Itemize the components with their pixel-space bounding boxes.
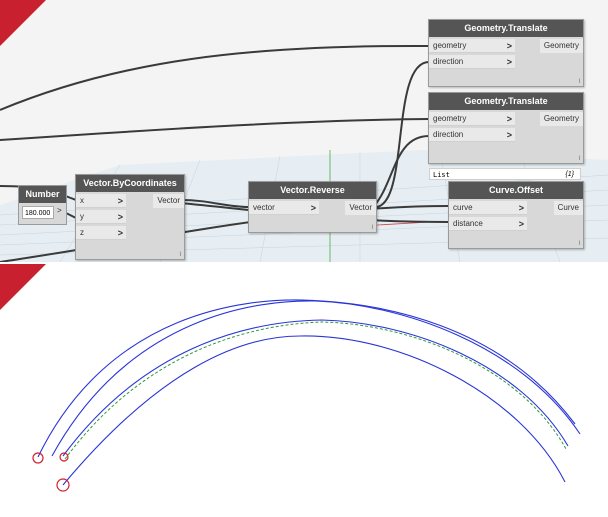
chevron-right-icon: > xyxy=(506,130,512,140)
geometry-translate-title: Geometry.Translate xyxy=(429,93,583,110)
geometry-preview-viewport[interactable] xyxy=(0,264,608,517)
input-port-curve[interactable]: curve > xyxy=(449,201,527,215)
wire-reverse-to-translate2-direction[interactable] xyxy=(374,135,430,206)
chevron-right-icon: > xyxy=(117,196,123,206)
preview-list-count: {1} xyxy=(565,171,574,178)
geometry-translate-node-2[interactable]: Geometry.Translate geometry > direction … xyxy=(428,92,584,164)
start-point-marker[interactable] xyxy=(56,478,70,492)
number-value-input[interactable]: 180.000 xyxy=(22,206,54,219)
output-port-geometry[interactable]: Geometry xyxy=(539,112,583,126)
dynamo-graph-canvas[interactable]: Number 180.000 > Vector.ByCoordinates x … xyxy=(0,0,608,262)
vector-bycoordinates-node[interactable]: Vector.ByCoordinates x > y > z > Vector … xyxy=(75,174,185,260)
lacing-indicator[interactable]: l xyxy=(578,241,580,247)
chevron-right-icon: > xyxy=(506,57,512,67)
arc-curve-inner[interactable] xyxy=(62,335,566,486)
wire-to-translate2-geometry[interactable] xyxy=(0,118,430,141)
number-node-title: Number xyxy=(19,186,66,203)
curves-preview xyxy=(32,299,581,492)
wire-reverse-to-translate1-direction[interactable] xyxy=(374,61,430,208)
arc-curve-second[interactable] xyxy=(51,300,581,457)
lacing-indicator[interactable]: l xyxy=(578,156,580,162)
corner-marker xyxy=(0,0,46,46)
input-port-direction[interactable]: direction > xyxy=(429,128,515,142)
input-port-vector[interactable]: vector > xyxy=(249,201,319,215)
arc-curve-outer[interactable] xyxy=(37,299,576,458)
lacing-indicator[interactable]: l xyxy=(371,225,373,231)
arc-curve-green-overlay[interactable] xyxy=(64,321,567,460)
input-port-distance[interactable]: distance > xyxy=(449,217,527,231)
chevron-right-icon: > xyxy=(518,203,524,213)
lacing-indicator[interactable]: l xyxy=(578,79,580,85)
arc-curve-third[interactable] xyxy=(62,319,569,457)
input-port-direction[interactable]: direction > xyxy=(429,55,515,69)
output-port-geometry[interactable]: Geometry xyxy=(539,39,583,53)
chevron-right-icon: > xyxy=(310,203,316,213)
start-point-marker[interactable] xyxy=(59,452,69,462)
lacing-indicator[interactable]: l xyxy=(179,252,181,258)
number-output-arrow[interactable]: > xyxy=(57,206,62,215)
wire-to-curve-offset-curve[interactable] xyxy=(0,205,450,262)
input-port-x[interactable]: x > xyxy=(76,194,126,208)
vector-reverse-node[interactable]: Vector.Reverse vector > Vector l xyxy=(248,181,377,233)
geometry-translate-node-1[interactable]: Geometry.Translate geometry > direction … xyxy=(428,19,584,87)
geometry-translate-title: Geometry.Translate xyxy=(429,20,583,37)
output-port-curve[interactable]: Curve xyxy=(553,201,583,215)
panel-divider xyxy=(0,262,608,264)
start-point-marker[interactable] xyxy=(32,452,44,464)
input-port-geometry[interactable]: geometry > xyxy=(429,112,515,126)
output-port-vector[interactable]: Vector xyxy=(345,201,376,215)
input-port-geometry[interactable]: geometry > xyxy=(429,39,515,53)
input-port-z[interactable]: z > xyxy=(76,226,126,240)
curve-offset-node[interactable]: Curve.Offset curve > distance > Curve l xyxy=(448,181,584,249)
input-port-y[interactable]: y > xyxy=(76,210,126,224)
chevron-right-icon: > xyxy=(506,114,512,124)
chevron-right-icon: > xyxy=(117,212,123,222)
chevron-right-icon: > xyxy=(506,41,512,51)
corner-marker xyxy=(0,264,46,310)
vector-bycoordinates-title: Vector.ByCoordinates xyxy=(76,175,184,192)
chevron-right-icon: > xyxy=(117,228,123,238)
output-port-vector[interactable]: Vector xyxy=(153,194,184,208)
chevron-right-icon: > xyxy=(518,219,524,229)
wire-to-translate1-geometry[interactable] xyxy=(0,44,430,111)
number-node[interactable]: Number 180.000 > xyxy=(18,185,67,225)
preview-bubble[interactable]: List {1} xyxy=(429,168,581,180)
preview-list-label: List xyxy=(433,171,450,179)
vector-reverse-title: Vector.Reverse xyxy=(249,182,376,199)
wire-vector-to-reverse[interactable] xyxy=(180,199,250,208)
curve-offset-title: Curve.Offset xyxy=(449,182,583,199)
